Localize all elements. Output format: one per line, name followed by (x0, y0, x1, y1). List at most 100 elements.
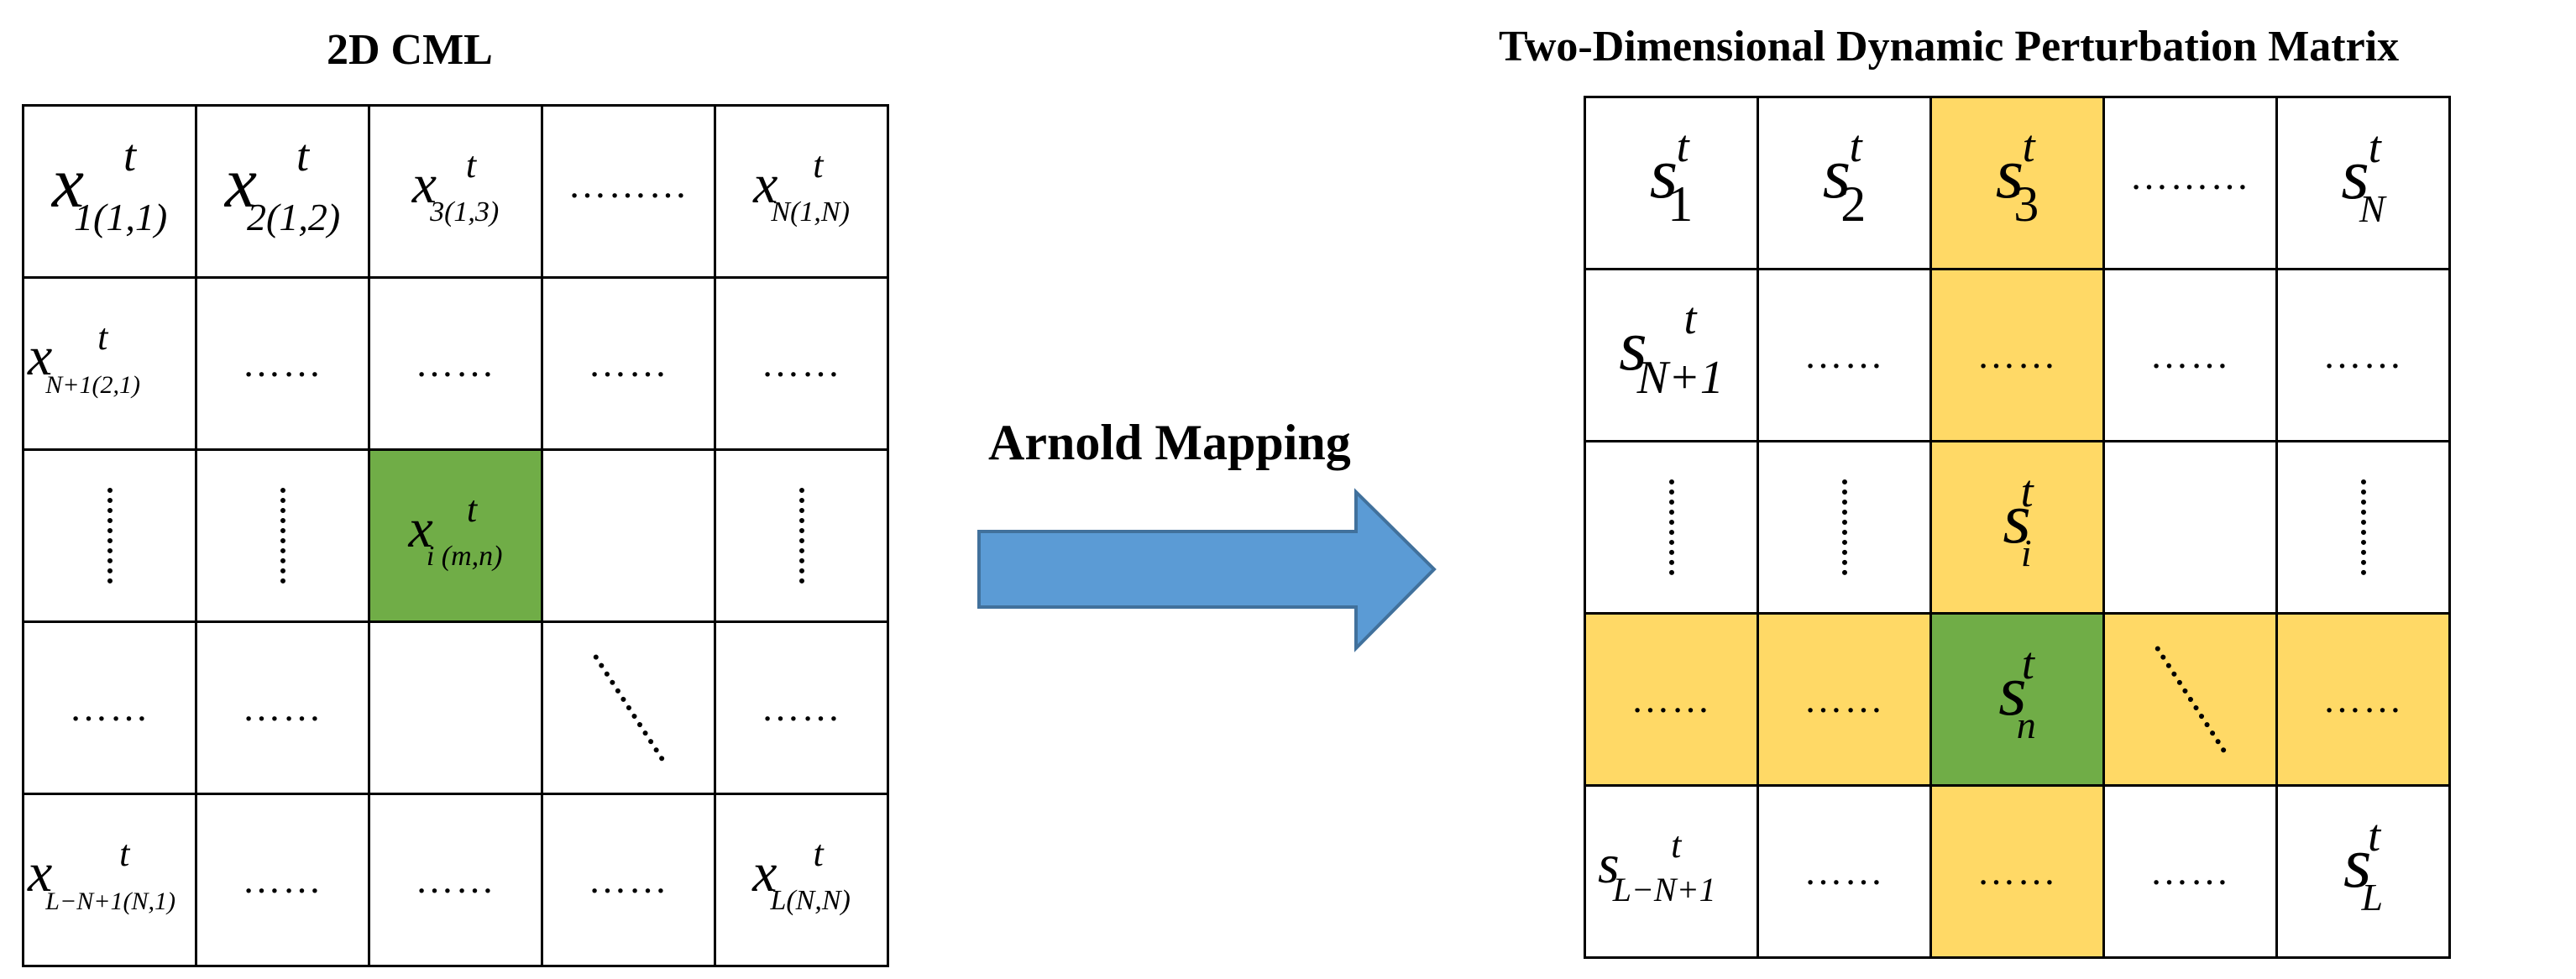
grid-cell (2275, 440, 2451, 615)
vertical-dots (1841, 479, 1847, 575)
vertical-dots (2360, 479, 2366, 575)
ellipsis: …… (2322, 333, 2404, 376)
right-arrow-icon (977, 488, 1437, 652)
grid-cell (22, 448, 197, 623)
ellipsis: …… (415, 858, 496, 901)
grid-cell (195, 448, 370, 623)
ellipsis: …… (69, 686, 150, 729)
vertical-dots (798, 488, 804, 584)
ellipsis: …… (2149, 850, 2231, 893)
ellipsis: …… (1977, 333, 2058, 376)
vertical-dots (107, 488, 113, 584)
grid-cell (714, 448, 889, 623)
ellipsis: ……… (568, 163, 689, 206)
grid-cell-highlight: …… (2275, 612, 2451, 787)
ellipsis: …… (761, 342, 842, 385)
grid-cell (541, 448, 716, 623)
ellipsis: …… (1804, 333, 1885, 376)
grid-cell: …… (195, 620, 370, 795)
ellipsis: …… (588, 858, 669, 901)
diagonal-dots (592, 653, 665, 762)
grid-cell: …… (22, 620, 197, 795)
ellipsis: …… (2149, 333, 2231, 376)
vertical-dots (1668, 479, 1674, 575)
vertical-dots (280, 488, 285, 584)
diagonal-dots (2154, 645, 2227, 754)
arrow-label: Arnold Mapping (988, 415, 1351, 470)
grid-cell: …… (368, 793, 543, 967)
grid-cell: …… (1757, 784, 1932, 959)
grid-cell (541, 620, 716, 795)
grid-cell (1584, 440, 1759, 615)
grid-cell-highlight: …… (1929, 784, 2105, 959)
grid-cell: …… (2275, 268, 2451, 442)
grid-cell (1757, 440, 1932, 615)
ellipsis: …… (242, 686, 323, 729)
ellipsis: …… (1977, 850, 2058, 893)
grid-cell-highlight: …… (1929, 268, 2105, 442)
ellipsis: …… (2322, 678, 2404, 720)
ellipsis: …… (415, 342, 496, 385)
grid-cell (2102, 440, 2278, 615)
ellipsis: …… (1631, 678, 1712, 720)
grid-cell-highlight (2102, 612, 2278, 787)
grid-cell: …… (541, 276, 716, 451)
ellipsis: ……… (2129, 154, 2251, 197)
ellipsis: …… (761, 686, 842, 729)
grid-cell: …… (195, 793, 370, 967)
ellipsis: …… (1804, 850, 1885, 893)
grid-cell: …… (2102, 784, 2278, 959)
grid-cell: ……… (2102, 96, 2278, 270)
grid-cell: …… (195, 276, 370, 451)
grid-cell: …… (368, 276, 543, 451)
grid-cell: ……… (541, 104, 716, 279)
grid-cell: …… (1757, 268, 1932, 442)
grid-cell: …… (714, 276, 889, 451)
grid-cell: …… (2102, 268, 2278, 442)
right-title: Two-Dimensional Dynamic Perturbation Mat… (1499, 23, 2400, 71)
left-title: 2D CML (327, 26, 493, 74)
grid-cell (368, 620, 543, 795)
grid-cell: …… (541, 793, 716, 967)
grid-row: …… …… …… (22, 620, 889, 795)
